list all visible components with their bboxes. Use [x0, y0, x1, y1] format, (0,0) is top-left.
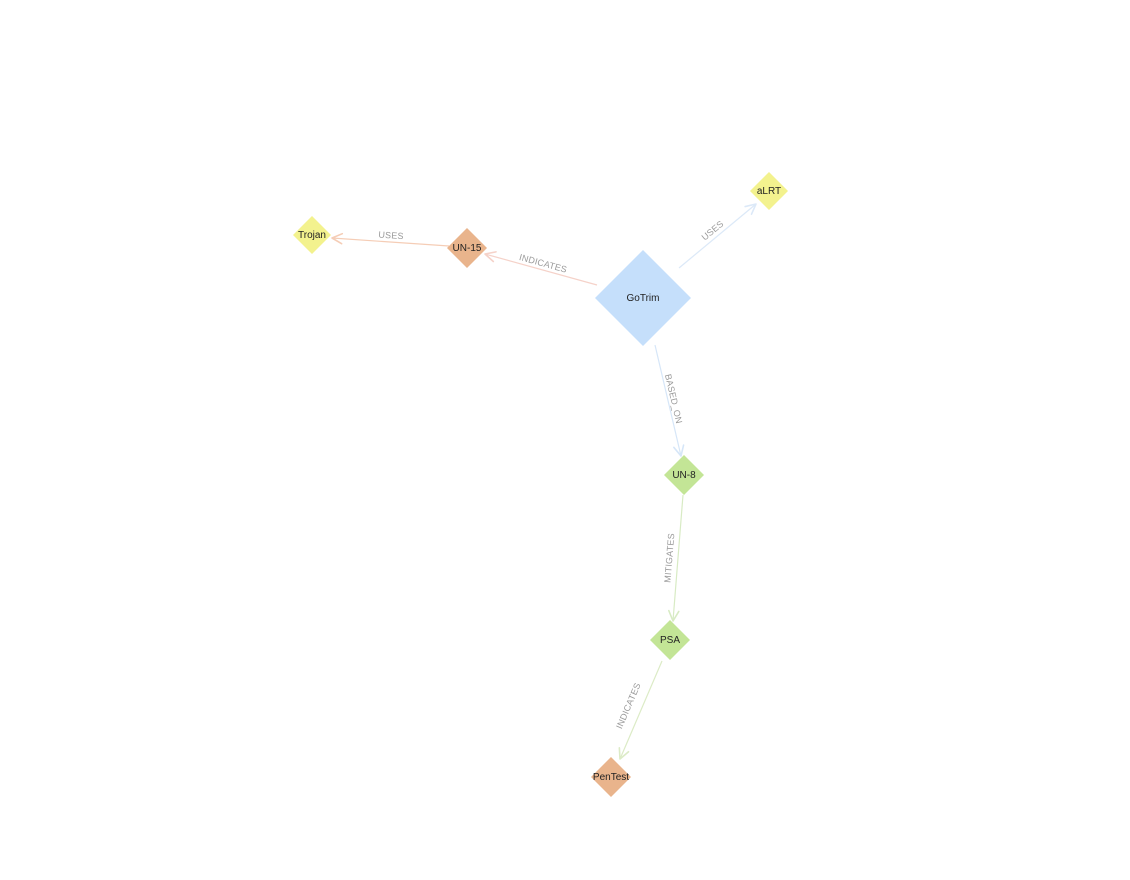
node-psa[interactable]: PSA: [650, 620, 690, 660]
node-diamond[interactable]: [750, 172, 788, 210]
node-gotrim[interactable]: GoTrim: [595, 250, 691, 346]
edge-arrowhead: [744, 203, 757, 216]
node-diamond[interactable]: [595, 250, 691, 346]
edge-arrowhead: [673, 444, 685, 457]
edge-label: USES: [700, 219, 726, 243]
edge-arrowhead: [618, 747, 630, 760]
node-label: PenTest: [593, 772, 629, 783]
node-un8[interactable]: UN-8: [664, 455, 704, 495]
node-trojan[interactable]: Trojan: [293, 216, 331, 254]
node-label: PSA: [660, 635, 680, 646]
node-diamond[interactable]: [293, 216, 331, 254]
edge-gotrim-un8[interactable]: BASED_ON: [654, 344, 685, 457]
edge-label: INDICATES: [614, 681, 643, 730]
edge-label: BASED_ON: [663, 373, 684, 425]
edge-arrowhead: [484, 251, 497, 263]
edge-psa-pentest[interactable]: INDICATES: [614, 660, 663, 760]
node-diamond[interactable]: [591, 757, 631, 797]
edge-line[interactable]: [331, 237, 450, 247]
edge-label: USES: [378, 230, 404, 242]
node-label: aLRT: [757, 186, 781, 197]
edge-un8-psa[interactable]: MITIGATES: [662, 494, 684, 622]
node-label: Trojan: [298, 230, 326, 241]
edge-label: INDICATES: [518, 252, 568, 275]
node-diamond[interactable]: [650, 620, 690, 660]
node-un15[interactable]: UN-15: [447, 228, 487, 268]
node-diamond[interactable]: [447, 228, 487, 268]
edge-line[interactable]: [672, 494, 684, 622]
edge-gotrim-un15[interactable]: INDICATES: [484, 251, 598, 286]
edge-line[interactable]: [619, 660, 663, 760]
edge-line[interactable]: [678, 203, 757, 269]
node-pentest[interactable]: PenTest: [591, 757, 631, 797]
edge-arrowhead: [668, 609, 680, 622]
edge-line[interactable]: [484, 253, 598, 286]
node-label: UN-15: [453, 243, 482, 254]
edge-un15-trojan[interactable]: USES: [331, 230, 450, 247]
edge-gotrim-alrt[interactable]: USES: [678, 203, 757, 269]
node-diamond[interactable]: [664, 455, 704, 495]
node-label: GoTrim: [627, 293, 660, 304]
edge-label: MITIGATES: [662, 533, 676, 583]
node-alrt[interactable]: aLRT: [750, 172, 788, 210]
edge-arrowhead: [331, 232, 344, 245]
edge-line[interactable]: [654, 344, 682, 457]
node-label: UN-8: [672, 470, 696, 481]
